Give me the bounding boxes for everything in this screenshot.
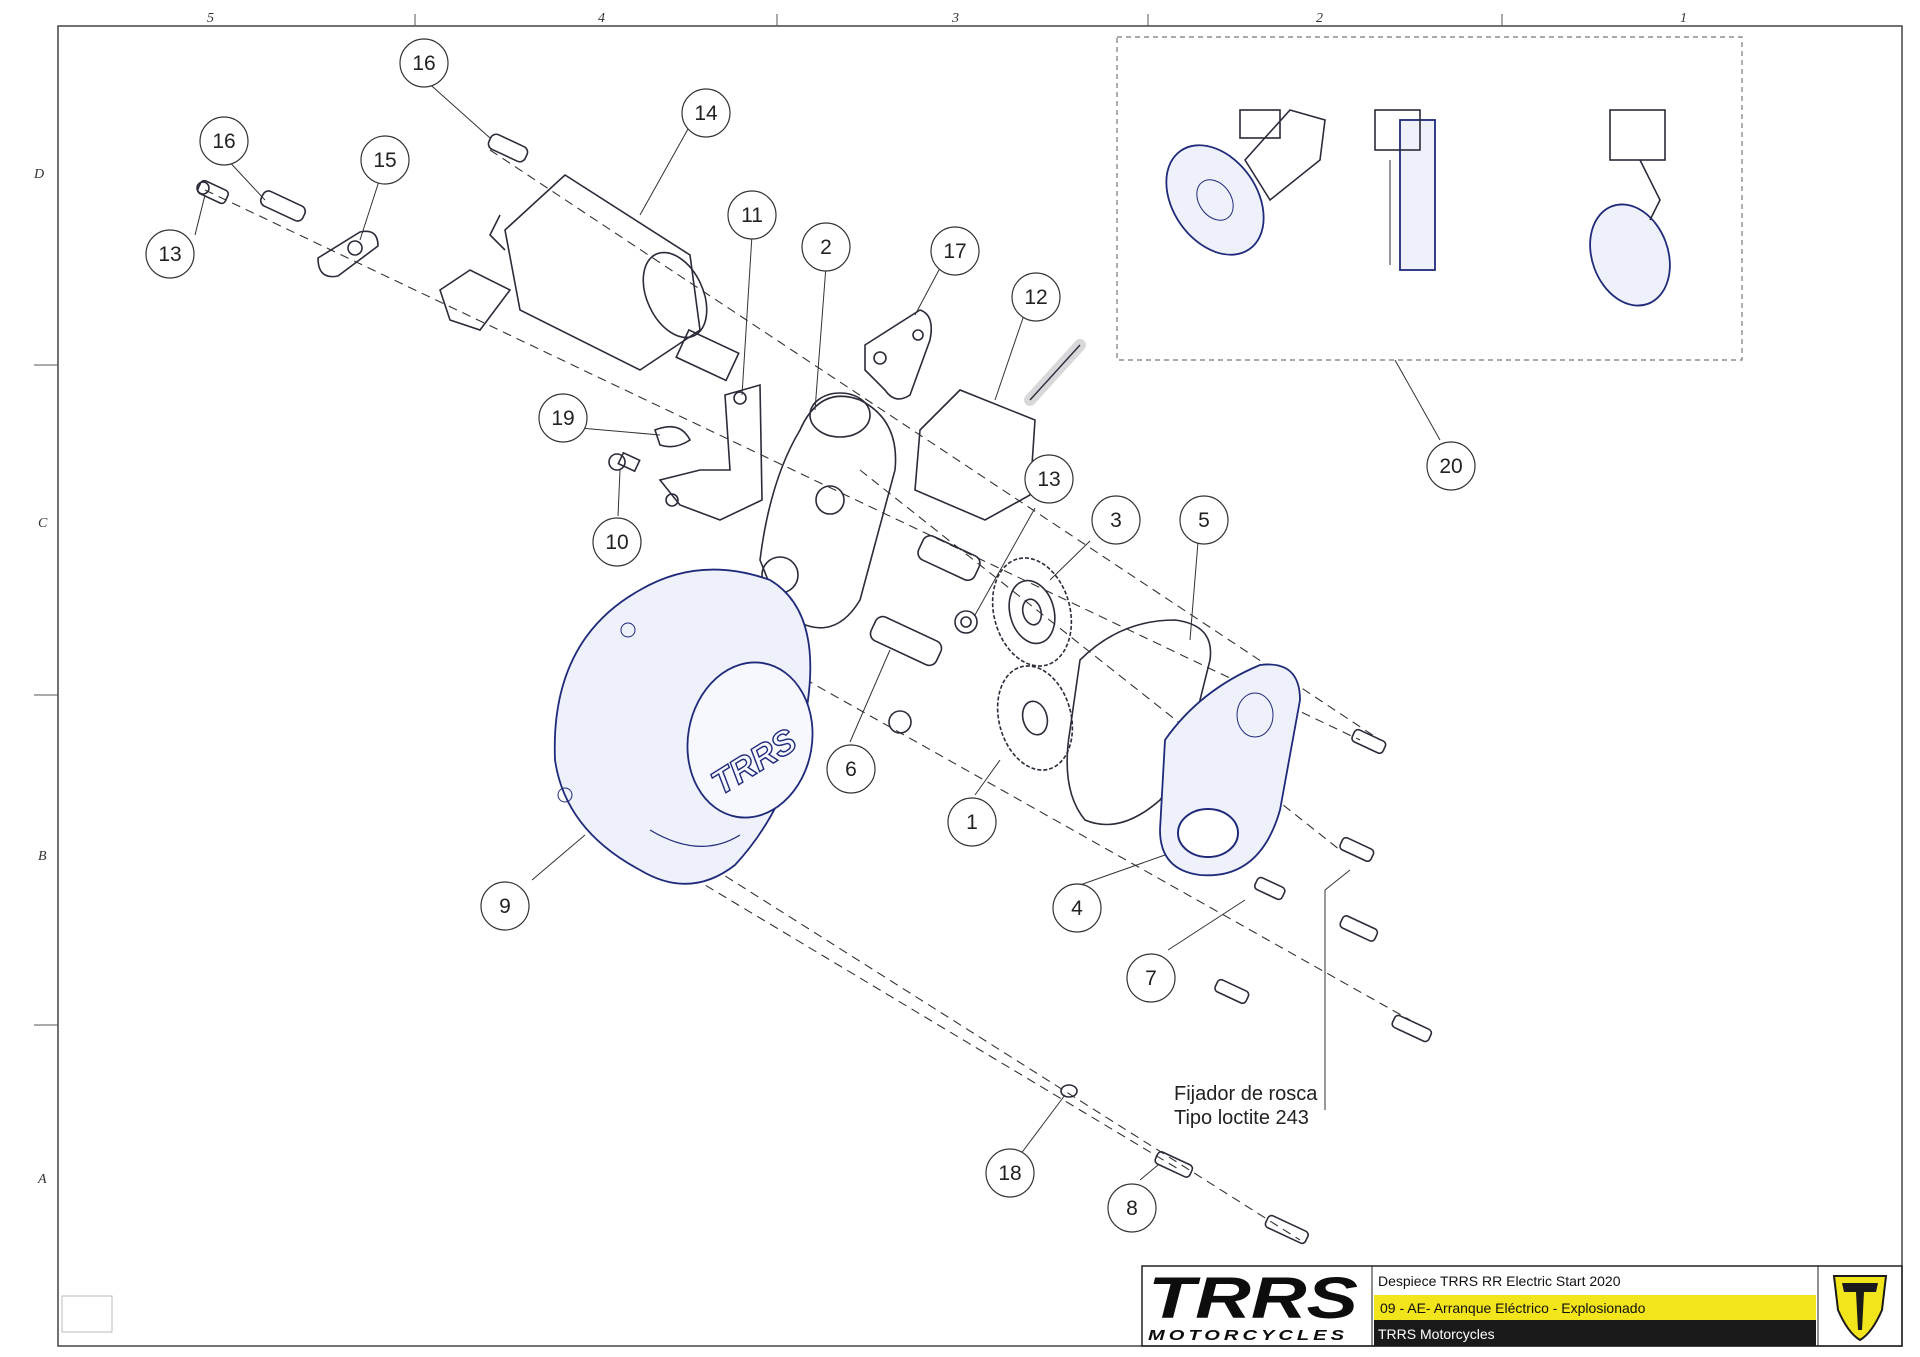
callout-18: 18: [985, 1148, 1035, 1198]
part-17-plate: [864, 309, 933, 400]
part-1-gear: [996, 665, 1074, 771]
svg-text:2: 2: [820, 236, 832, 259]
revision-box: [61, 1295, 113, 1333]
part-13-bolt-left: [196, 179, 230, 205]
part-16-bolt-left: [259, 190, 307, 222]
callout-12: 12: [1011, 272, 1061, 322]
callout-9: 9: [480, 881, 530, 931]
trrs-shield-icon: [1832, 1275, 1888, 1342]
part-3-gear: [991, 557, 1073, 667]
svg-text:6: 6: [845, 758, 857, 781]
part-19-clip: [654, 425, 692, 448]
svg-text:10: 10: [605, 531, 628, 554]
svg-text:14: 14: [694, 102, 718, 125]
callout-6: 6: [826, 744, 876, 794]
callout-14: 14: [681, 88, 731, 138]
note-line-2: Tipo loctite 243: [1174, 1107, 1309, 1129]
title-line-1: Despiece TRRS RR Electric Start 2020: [1378, 1273, 1621, 1289]
title-line-2: 09 - AE- Arranque Eléctrico - Explosiona…: [1380, 1300, 1646, 1316]
callout-leaders: [194, 78, 1351, 1181]
callout-15: 15: [360, 135, 410, 185]
grid-col-5: 5: [207, 11, 214, 26]
part-screws-right: [1214, 728, 1433, 1043]
title-line-2-band: [1374, 1295, 1816, 1320]
svg-text:5: 5: [1198, 509, 1210, 532]
callout-2: 2: [801, 222, 851, 272]
callout-13-middle: 13: [1024, 454, 1074, 504]
brand-logo-text: TRRS: [1148, 1266, 1358, 1331]
callout-1: 1: [947, 797, 997, 847]
part-12-relay: [914, 339, 1086, 521]
svg-text:16: 16: [412, 52, 435, 75]
grid-col-4: 4: [598, 11, 605, 26]
brand-logo-subtext: MOTORCYCLES: [1148, 1327, 1348, 1344]
grid-column-labels: 5 4 3 2 1: [207, 11, 1687, 26]
grid-row-c: C: [38, 516, 48, 531]
svg-text:4: 4: [1071, 897, 1083, 920]
note-line-1: Fijador de rosca: [1174, 1083, 1318, 1105]
drawing-frame: [57, 25, 1903, 1347]
svg-text:3: 3: [1110, 509, 1122, 532]
svg-text:17: 17: [943, 240, 966, 263]
grid-col-2: 2: [1316, 11, 1323, 26]
svg-text:15: 15: [373, 149, 396, 172]
svg-text:9: 9: [499, 895, 511, 918]
callout-10: 10: [592, 517, 642, 567]
svg-text:20: 20: [1439, 455, 1462, 478]
svg-text:18: 18: [998, 1162, 1021, 1185]
part-11-bracket: [658, 383, 763, 521]
callout-7: 7: [1126, 953, 1176, 1003]
grid-row-a: A: [37, 1172, 47, 1187]
inset-view-rear: [1589, 109, 1671, 307]
grid-row-labels: D C B A: [33, 167, 58, 1187]
callout-3: 3: [1091, 495, 1141, 545]
callout-13-left: 13: [145, 229, 195, 279]
svg-text:16: 16: [212, 130, 235, 153]
grid-col-1: 1: [1680, 11, 1687, 26]
inset-view-front: [1165, 109, 1326, 256]
part-8-screws: [1154, 1151, 1309, 1245]
part-16-bolt-top: [487, 133, 529, 163]
inset-assembled-views: [1116, 36, 1743, 361]
part-10-bolt: [608, 451, 641, 473]
grid-col-3: 3: [951, 11, 959, 26]
callout-8: 8: [1107, 1183, 1157, 1233]
grid-row-b: B: [38, 849, 47, 864]
callout-19: 19: [538, 393, 588, 443]
part-13-nut: [954, 610, 978, 634]
part-14-starter-motor: [439, 173, 740, 382]
callout-20: 20: [1426, 441, 1476, 491]
callout-16-top: 16: [399, 38, 449, 88]
inset-view-side: [1374, 109, 1436, 271]
part-18-washer: [1060, 1084, 1078, 1098]
callout-leader-20: [1394, 359, 1441, 441]
title-line-3-band: [1374, 1320, 1816, 1346]
svg-text:1: 1: [966, 811, 978, 834]
grid-row-d: D: [33, 167, 44, 182]
part-6-bushings: [869, 534, 981, 734]
part-4-cover: [1159, 663, 1301, 877]
svg-text:19: 19: [551, 407, 574, 430]
svg-text:12: 12: [1024, 286, 1047, 309]
callout-11: 11: [727, 190, 777, 240]
svg-text:7: 7: [1145, 967, 1157, 990]
svg-text:11: 11: [741, 204, 763, 227]
callout-4: 4: [1052, 883, 1102, 933]
callout-16-left: 16: [199, 116, 249, 166]
callout-bubbles: 16 16 15 13 14 11 2 17 12 19 10 13 3 5 6…: [145, 38, 1476, 1233]
title-block: Despiece TRRS RR Electric Start 2020 09 …: [1141, 1265, 1903, 1347]
callout-17: 17: [930, 226, 980, 276]
part-9-ignition-cover: TRRS: [553, 568, 814, 885]
svg-text:8: 8: [1126, 1197, 1138, 1220]
title-line-3: TRRS Motorcycles: [1378, 1326, 1495, 1342]
callout-5: 5: [1179, 495, 1229, 545]
part-15-bracket: [317, 230, 379, 278]
threadlocker-note: Fijador de rosca Tipo loctite 243: [1174, 1083, 1318, 1129]
svg-text:13: 13: [158, 243, 181, 266]
svg-text:13: 13: [1037, 468, 1060, 491]
